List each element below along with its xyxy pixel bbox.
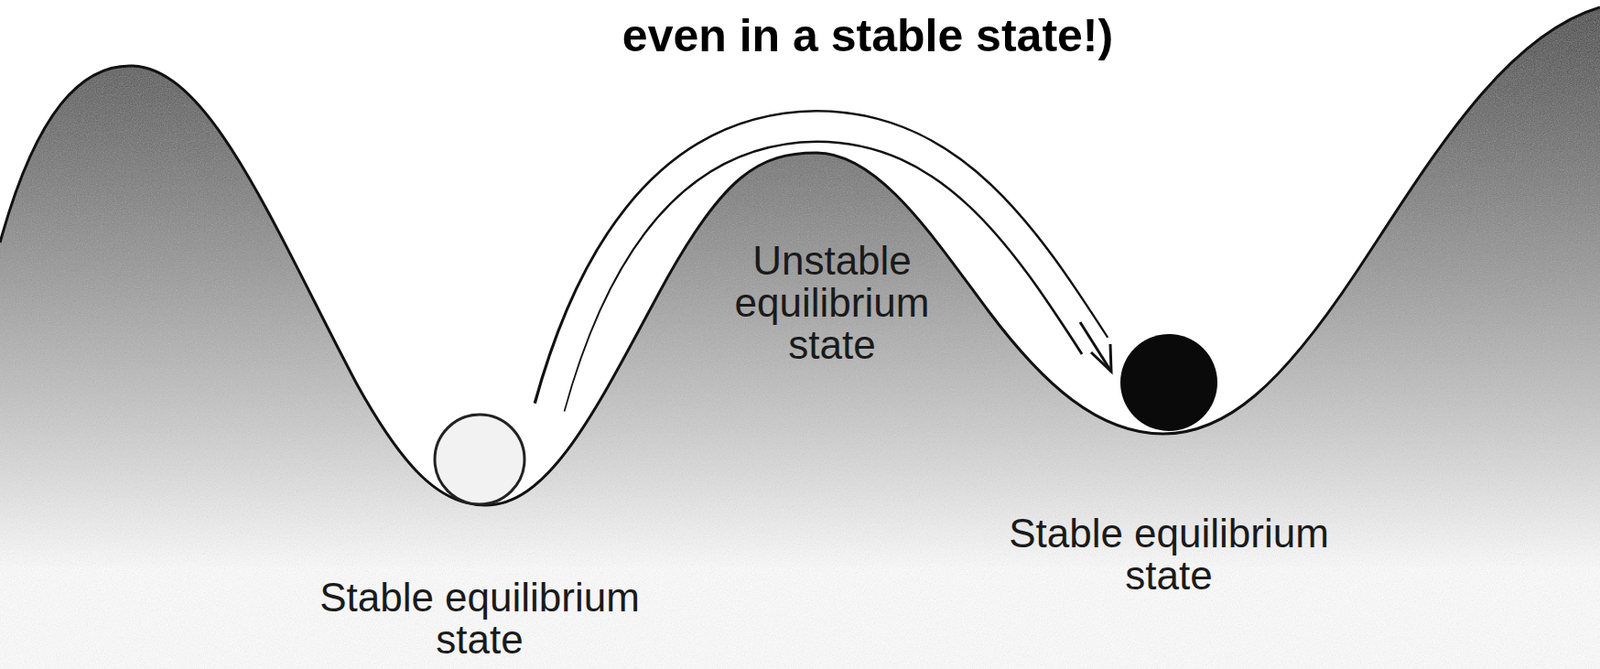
arrow-band-outline bbox=[549, 126, 1095, 408]
black-ball bbox=[1120, 334, 1218, 432]
arrow-shaft bbox=[1080, 322, 1112, 372]
arrow-band bbox=[549, 126, 1098, 411]
state-label: Stable equilibrium state bbox=[282, 576, 677, 661]
landscape-curve bbox=[0, 7, 1600, 506]
heading-text: even in a stable state!) bbox=[622, 10, 1114, 62]
state-label: Stable equilibrium state bbox=[972, 512, 1366, 597]
state-label: Unstable equilibrium state bbox=[703, 239, 961, 368]
white-ball bbox=[434, 414, 525, 505]
ground-fill bbox=[0, 7, 1600, 669]
